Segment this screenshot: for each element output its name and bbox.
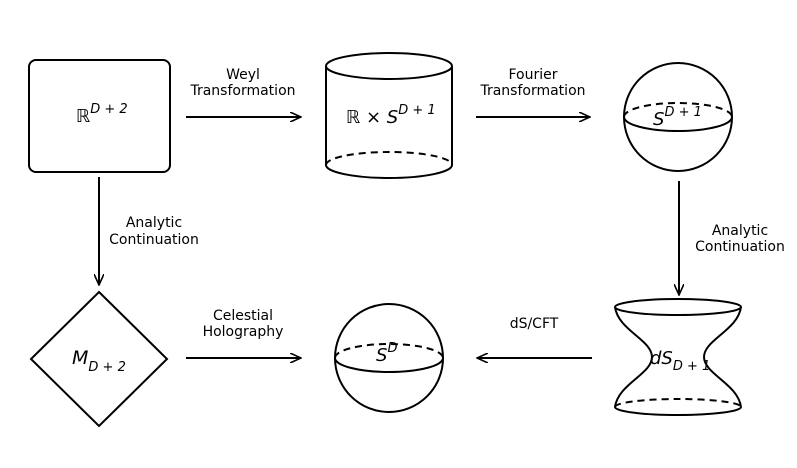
cylinder-label: ℝ × SD + 1 xyxy=(346,103,436,128)
hyperboloid-bottom-front xyxy=(614,406,742,416)
fourier-label-line1: Fourier xyxy=(508,67,557,83)
celestial-sphere-equator-front xyxy=(334,357,444,373)
weyl-label-line1: Weyl xyxy=(226,67,260,83)
edge-analytic-right: Analytic Continuation xyxy=(679,181,785,295)
sphere-top-equator-front xyxy=(623,116,733,132)
analytic-left-label-line1: Analytic xyxy=(126,215,182,231)
cylinder-top-ellipse xyxy=(325,52,453,80)
hyperboloid-right-side xyxy=(702,306,742,408)
de-sitter-label: dSD + 1 xyxy=(650,348,710,374)
node-sphere-top: SD + 1 xyxy=(623,62,733,172)
hyperboloid-left-side xyxy=(614,306,654,408)
node-celestial-sphere: SD xyxy=(334,303,444,413)
hyperboloid-top-ellipse xyxy=(614,298,742,316)
analytic-right-label-line2: Continuation xyxy=(695,239,785,255)
sphere-top-label: SD + 1 xyxy=(653,105,702,130)
edge-fourier: Fourier Transformation xyxy=(476,67,590,117)
celestial-label-line1: Celestial xyxy=(213,308,273,324)
edge-ds-cft: dS/CFT xyxy=(477,316,592,358)
ds-cft-label: dS/CFT xyxy=(510,316,559,332)
node-flat-space: ℝD + 2 xyxy=(28,59,171,173)
celestial-sphere-label: SD xyxy=(376,341,397,366)
node-cylinder: ℝ × SD + 1 xyxy=(325,52,453,179)
edge-celestial: Celestial Holography xyxy=(186,308,301,358)
cylinder-bottom-back xyxy=(325,151,453,166)
fourier-label-line2: Transformation xyxy=(479,83,585,99)
diamond-shape xyxy=(29,290,169,428)
weyl-label-line2: Transformation xyxy=(189,83,295,99)
flat-space-label: ℝD + 2 xyxy=(76,102,128,127)
cylinder-bottom-front xyxy=(325,164,453,179)
edge-analytic-left: Analytic Continuation xyxy=(99,177,199,285)
celestial-sphere-circle xyxy=(334,303,444,413)
analytic-right-label-line1: Analytic xyxy=(712,223,768,239)
node-de-sitter: dSD + 1 xyxy=(614,298,742,416)
minkowski-label: MD + 2 xyxy=(72,347,126,375)
hyperboloid-bottom-back xyxy=(614,398,742,408)
node-minkowski: MD + 2 xyxy=(29,290,169,428)
rounded-square-shape xyxy=(28,59,171,173)
celestial-label-line2: Holography xyxy=(203,324,284,340)
analytic-left-label-line2: Continuation xyxy=(109,232,199,248)
edge-weyl: Weyl Transformation xyxy=(186,67,301,117)
